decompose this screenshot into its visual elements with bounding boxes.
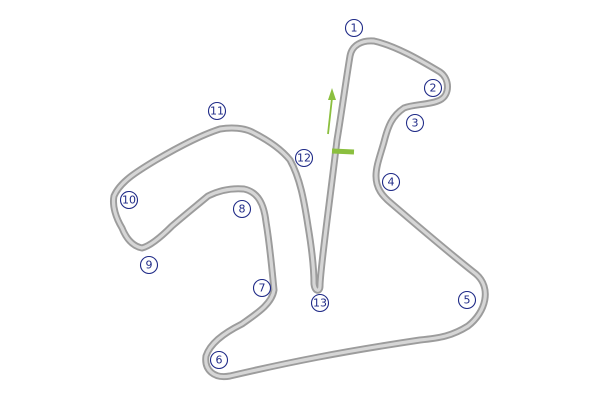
- turn-marker: 1: [344, 18, 364, 38]
- start-finish-line-icon: [331, 148, 355, 155]
- svg-text:6: 6: [216, 354, 223, 367]
- svg-text:7: 7: [259, 282, 266, 295]
- svg-text:1: 1: [351, 22, 358, 35]
- svg-text:13: 13: [313, 297, 327, 310]
- direction-arrow-icon: [327, 88, 336, 135]
- turn-marker: 7: [252, 278, 272, 298]
- turn-marker: 13: [310, 293, 330, 313]
- svg-text:2: 2: [430, 82, 437, 95]
- turn-marker: 2: [423, 78, 443, 98]
- svg-text:12: 12: [297, 152, 311, 165]
- turn-marker: 12: [294, 148, 314, 168]
- svg-text:3: 3: [412, 117, 419, 130]
- svg-text:10: 10: [122, 194, 136, 207]
- turn-marker: 3: [405, 113, 425, 133]
- turn-marker: 4: [381, 172, 401, 192]
- svg-text:11: 11: [210, 105, 224, 118]
- turn-marker: 10: [119, 190, 139, 210]
- svg-text:9: 9: [146, 259, 153, 272]
- turn-marker: 5: [457, 290, 477, 310]
- turn-marker: 9: [139, 255, 159, 275]
- turn-marker: 11: [207, 101, 227, 121]
- track-surface: [111, 39, 487, 379]
- turn-marker: 6: [209, 350, 229, 370]
- svg-text:8: 8: [239, 203, 246, 216]
- turn-marker: 8: [232, 199, 252, 219]
- svg-text:4: 4: [388, 176, 395, 189]
- svg-text:5: 5: [464, 294, 471, 307]
